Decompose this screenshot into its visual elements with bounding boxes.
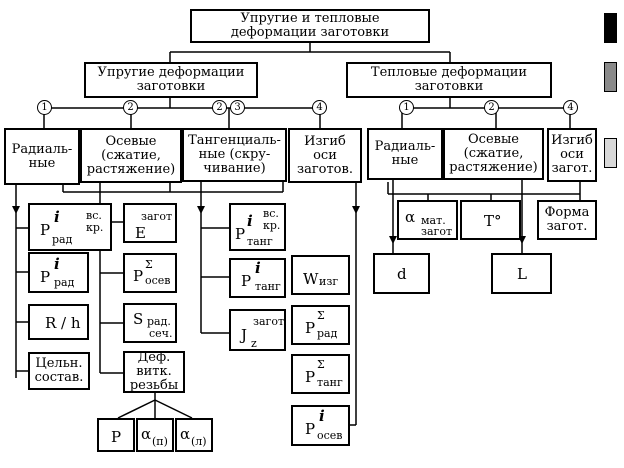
i-superscript: i (247, 212, 253, 230)
p-symbol: P (111, 428, 122, 446)
circle-number: 2 (484, 100, 499, 115)
e-symbol: E (135, 224, 146, 242)
d-box: d (373, 253, 430, 294)
p-symbol: P (305, 368, 316, 386)
label-kr: кр. (86, 221, 104, 234)
t-symbol: T° (484, 212, 502, 230)
thermal-axial-node: Осевые (сжатие, растяжение) (443, 128, 544, 180)
p-box: P (97, 418, 135, 452)
thermal-radial-node: Радиаль- ные (367, 128, 443, 180)
p-symbol: P (305, 420, 316, 438)
alpha-p-box: α (п) (136, 418, 174, 452)
subscript-tang: танг (247, 235, 273, 248)
j-symbol: J (241, 326, 248, 344)
p-symbol: P (241, 272, 252, 290)
alpha-symbol: α (180, 425, 191, 443)
alpha-symbol: α (405, 208, 416, 226)
p-symbol: P (305, 319, 316, 337)
i-superscript: i (319, 407, 325, 425)
p-rad-sigma-box: P Σ рад (291, 305, 350, 345)
subscript-rad: рад (317, 327, 338, 340)
temperature-box: T° (460, 200, 521, 240)
w-symbol: W (303, 270, 319, 288)
label-kr: кр. (263, 219, 281, 232)
legend-swatch-gray (604, 62, 617, 92)
label-vs: вс. (86, 209, 102, 222)
d-symbol: d (397, 265, 407, 283)
r-h-label: R / h (45, 314, 81, 332)
shape-zagot-box: Форма загот. (537, 200, 597, 240)
elastic-tangential-node: Тангенциаль- ные (скру- чивание) (182, 128, 287, 182)
p-symbol: P (40, 221, 51, 239)
p-tang-box: P i танг (229, 258, 286, 298)
root-node: Упругие и тепловые деформации заготовки (190, 9, 430, 43)
p-symbol: P (133, 267, 144, 285)
thermal-node: Тепловые деформации заготовки (346, 62, 552, 98)
sigma-superscript: Σ (145, 258, 153, 271)
l-symbol: L (517, 265, 527, 283)
circle-number: 2 (123, 100, 138, 115)
elastic-axial-node: Осевые (сжатие, растяжение) (80, 128, 182, 183)
def-vitk-box: Деф. витк. резьбы (123, 351, 185, 393)
subscript-tang: танг (255, 280, 281, 293)
label-mat: мат. (421, 214, 446, 227)
label-sech: сеч. (149, 327, 173, 340)
i-superscript: i (54, 208, 60, 226)
subscript-osev: осев (145, 274, 171, 287)
sigma-superscript: Σ (317, 358, 325, 371)
p-symbol: P (40, 268, 51, 286)
circle-number: 1 (37, 100, 52, 115)
label-zagot: загот (421, 225, 453, 238)
l-box: L (491, 253, 552, 294)
subscript-z: z (251, 337, 257, 350)
subscript-izg: изг (319, 275, 339, 288)
p-rad-vs-kr-box: P i рад вс. кр. (28, 203, 112, 251)
j-z-zagot-box: J загот z (229, 309, 286, 351)
circle-number: 2 (212, 100, 227, 115)
alpha-mat-zagot-box: α мат. загот (397, 200, 458, 240)
subscript-l: (л) (191, 435, 207, 448)
p-osev-i-box: P i осев (291, 405, 350, 446)
i-superscript: i (54, 255, 60, 273)
circle-number: 1 (399, 100, 414, 115)
circle-number: 4 (563, 100, 578, 115)
legend-swatch-light (604, 138, 617, 168)
s-rad-sech-box: S рад. сеч. (123, 303, 177, 343)
alpha-l-box: α (л) (175, 418, 213, 452)
label-vs: вс. (263, 207, 279, 220)
thermal-bending-node: Изгиб оси загот. (547, 128, 597, 182)
e-zagot-box: E загот (123, 203, 177, 243)
p-rad-box: P i рад (28, 252, 89, 293)
s-symbol: S (133, 310, 144, 328)
p-tang-sigma-box: P Σ танг (291, 354, 350, 394)
subscript-rad: рад (52, 233, 73, 246)
superscript-zagot: загот (141, 210, 173, 223)
circle-number: 3 (230, 100, 245, 115)
subscript-tang: танг (317, 376, 343, 389)
r-h-box: R / h (28, 304, 89, 340)
superscript-zagot: загот (253, 315, 285, 328)
circle-number: 4 (312, 100, 327, 115)
p-osev-box: P Σ осев (123, 253, 177, 293)
subscript-rad: рад (54, 276, 75, 289)
elastic-bending-node: Изгиб оси заготов. (288, 128, 362, 183)
legend-swatch-black (604, 13, 617, 43)
label-rad: рад. (147, 315, 171, 328)
p-symbol: P (235, 225, 246, 243)
elastic-radial-node: Радиаль- ные (4, 128, 80, 185)
elastic-node: Упругие деформации заготовки (84, 62, 258, 98)
p-tang-vs-kr-box: P i танг вс. кр. (229, 203, 286, 251)
w-izg-box: W изг (291, 255, 350, 295)
subscript-osev: осев (317, 429, 343, 442)
subscript-p: (п) (152, 435, 168, 448)
whole-composite-box: Цельн. состав. (28, 352, 90, 390)
i-superscript: i (255, 259, 261, 277)
alpha-symbol: α (141, 425, 152, 443)
sigma-superscript: Σ (317, 309, 325, 322)
